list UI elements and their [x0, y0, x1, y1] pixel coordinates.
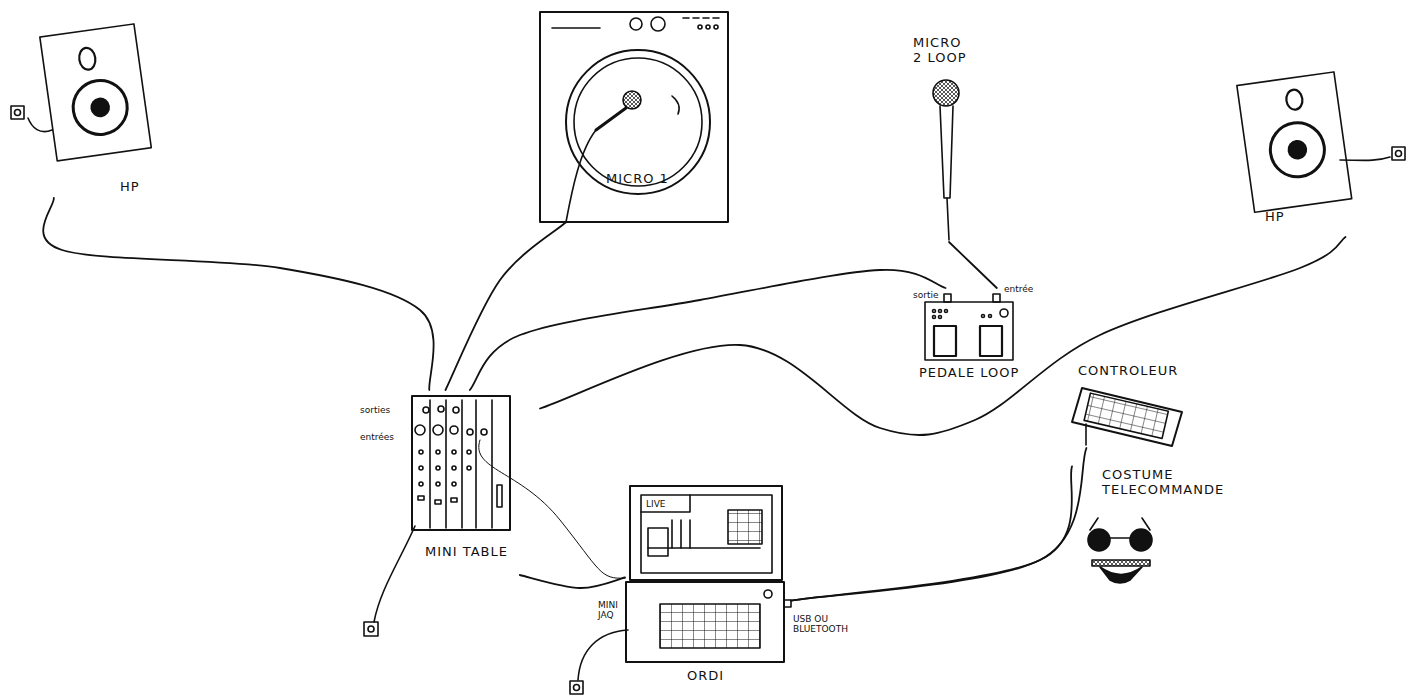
cable [949, 242, 997, 288]
speaker-label-box: HP [1235, 62, 1365, 237]
cable [446, 222, 567, 390]
controller [1072, 388, 1182, 446]
costume-box: COSTUME TELECOMMANDE [1072, 464, 1218, 586]
node-label: COSTUME TELECOMMANDE [1102, 468, 1214, 498]
cable [520, 575, 625, 588]
node-label: HP [1265, 210, 1285, 225]
washing-machine [540, 12, 728, 222]
cable [791, 466, 1072, 600]
mixer-box: MINI TABLE [405, 390, 540, 575]
node-label: MICRO 1 [606, 172, 669, 187]
software-label: LIVE [646, 499, 666, 509]
port-label: MINI JAQ [598, 600, 626, 621]
costume [1088, 518, 1152, 583]
washing-machine-box: MICRO 1 [540, 12, 728, 222]
speaker-left [11, 24, 151, 161]
node-label: PEDALE LOOP [919, 366, 1019, 381]
mixer [364, 396, 625, 636]
pedal-box: PEDALE LOOP [915, 288, 1024, 388]
port-label: sorties [360, 405, 390, 415]
node-label: HP [120, 180, 140, 195]
node-label: MICRO 2 LOOP [913, 36, 968, 66]
controller-box: CONTROLEUR [1064, 360, 1196, 448]
cable [540, 237, 1346, 435]
speaker-right [1237, 72, 1405, 212]
microphone-2 [933, 80, 959, 240]
port-label: sortie [913, 290, 938, 300]
port-label: USB OU BLUETOOTH [793, 614, 873, 635]
cable [470, 270, 946, 390]
loop-pedal [925, 294, 1013, 360]
port-label: entrée [1004, 284, 1033, 294]
node-label: ORDI [687, 669, 724, 684]
cable [791, 448, 1086, 601]
laptop [570, 486, 791, 694]
cable [43, 198, 433, 390]
node-label: CONTROLEUR [1078, 364, 1178, 379]
node-label: MINI TABLE [425, 545, 508, 560]
laptop-box: ORDI [625, 483, 791, 693]
microphone-box: MICRO 2 LOOP [905, 30, 985, 242]
port-label: entrées [360, 432, 394, 442]
speaker-label-box: HP [40, 20, 155, 198]
